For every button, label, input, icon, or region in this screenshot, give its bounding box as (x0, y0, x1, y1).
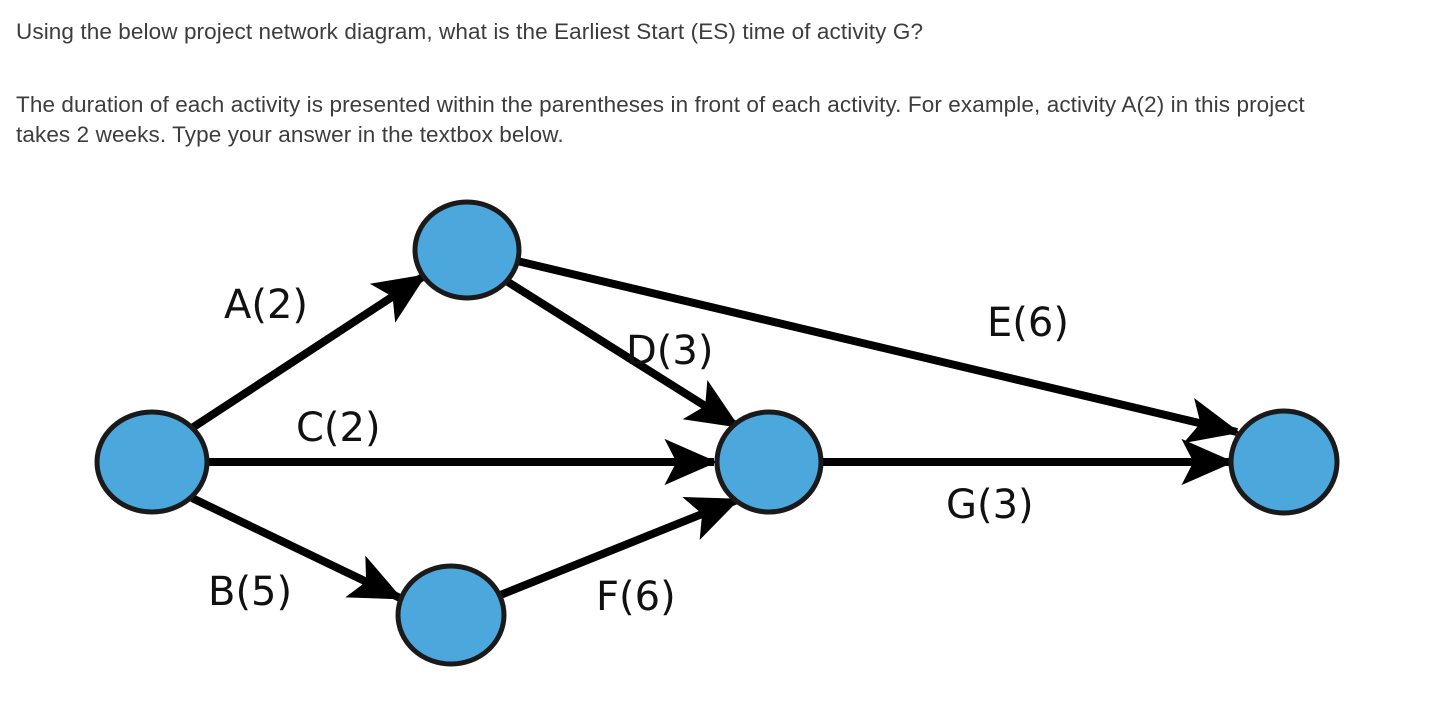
question-instructions: The duration of each activity is present… (16, 92, 1305, 147)
node-merge[interactable] (714, 409, 824, 515)
edge-line-A (189, 272, 427, 432)
node-start[interactable] (94, 409, 210, 515)
edge-line-B (190, 494, 403, 602)
node-top[interactable] (412, 199, 522, 301)
network-nodes (94, 199, 1340, 667)
edge-lines (189, 256, 1241, 602)
node-end[interactable] (1228, 408, 1340, 516)
edge-label-B: B(5) (208, 569, 292, 615)
edge-line-F (496, 496, 740, 600)
edge-line-D (505, 278, 740, 430)
edge-line-E (512, 256, 1241, 444)
edge-label-A: A(2) (224, 282, 308, 328)
edge-label-D: D(3) (626, 328, 713, 374)
project-network-diagram: A(2) C(2) B(5) D(3) E(6) F(6) G(3) (0, 178, 1432, 688)
edge-labels: A(2) C(2) B(5) D(3) E(6) F(6) G(3) (208, 282, 1069, 620)
edge-label-F: F(6) (596, 574, 676, 620)
network-diagram-svg: A(2) C(2) B(5) D(3) E(6) F(6) G(3) (94, 199, 1340, 667)
edge-label-C: C(2) (296, 405, 381, 451)
edge-label-G: G(3) (946, 482, 1034, 528)
edge-label-E: E(6) (987, 300, 1069, 346)
node-bottom[interactable] (395, 563, 507, 667)
page-title: Using the below project network diagram,… (16, 19, 924, 44)
